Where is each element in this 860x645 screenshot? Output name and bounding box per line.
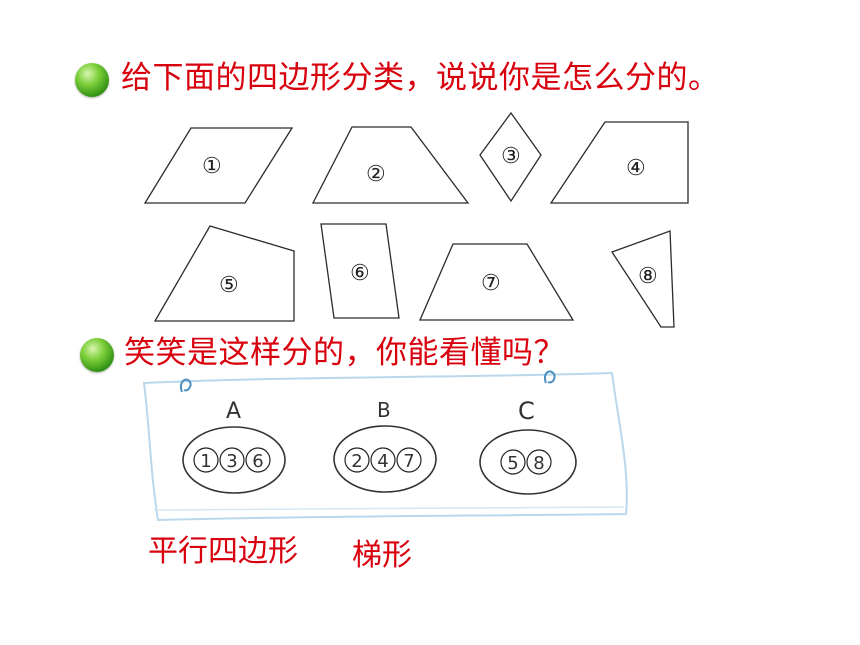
caption-parallelogram: 平行四边形: [148, 534, 298, 569]
shape-3: [479, 111, 542, 203]
group-a-member-2: 3: [226, 451, 237, 472]
shape-4: [549, 121, 689, 204]
tape-curl-right-icon: [544, 370, 556, 384]
group-c-member-2: 8: [533, 453, 544, 474]
green-bullet-icon: [75, 63, 109, 97]
shape-1-label: ①: [202, 154, 222, 179]
group-a-member-3: 6: [252, 451, 263, 472]
group-b-letter: B: [377, 398, 391, 422]
shape-1: [143, 127, 294, 204]
shape-6: [320, 223, 400, 319]
tape-curl-left-icon: [180, 378, 192, 393]
group-b-member-1: 2: [351, 451, 362, 472]
group-b-member-3: 7: [403, 451, 414, 472]
paper-note: [142, 371, 628, 522]
task1-heading: 给下面的四边形分类，说说你是怎么分的。: [121, 60, 720, 96]
group-c-member-1: 5: [507, 453, 518, 474]
paper-fold: [153, 506, 625, 511]
shape-3-label: ③: [501, 144, 521, 169]
shape-7: [419, 243, 575, 321]
caption-trapezoid: 梯形: [352, 538, 412, 573]
shape-5-label: ⑤: [219, 273, 239, 298]
shape-7-label: ⑦: [481, 271, 501, 296]
group-c-letter: C: [518, 397, 535, 425]
green-bullet-icon: [80, 338, 114, 372]
group-b-ellipse: [333, 425, 437, 493]
group-a-ellipse: [182, 426, 286, 494]
shape-2: [311, 126, 470, 204]
group-a-letter: A: [226, 399, 241, 424]
group-c-ellipse: [479, 429, 577, 495]
shape-5: [153, 225, 295, 322]
group-a-member-1: 1: [200, 451, 211, 472]
shape-4-label: ④: [626, 156, 646, 181]
shape-2-label: ②: [366, 162, 386, 187]
shape-8-label: ⑧: [638, 264, 658, 289]
shape-6-label: ⑥: [350, 261, 370, 286]
shape-8: [611, 230, 675, 328]
task2-heading: 笑笑是这样分的，你能看懂吗？: [124, 335, 565, 371]
group-b-member-2: 4: [377, 451, 388, 472]
